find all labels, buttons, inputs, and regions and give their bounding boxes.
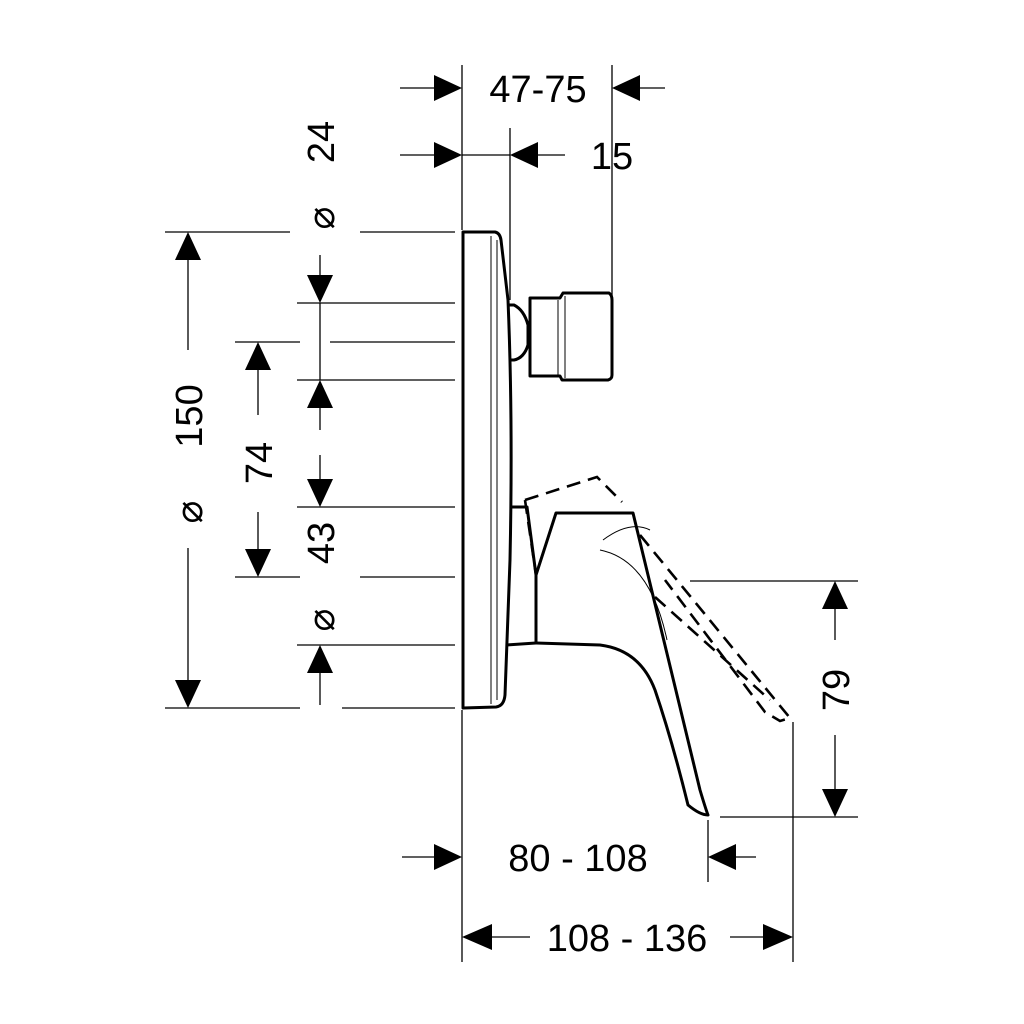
dimension-spout-reach: 80 - 108: [402, 838, 756, 880]
diameter-symbol: ⌀: [301, 207, 343, 230]
spout-reach-label: 80 - 108: [508, 838, 647, 880]
dimension-spout-height: 79: [816, 581, 858, 817]
dimension-lever-diameter: 43 ⌀: [301, 455, 343, 705]
dimension-lever-reach: 108 - 136: [462, 918, 793, 960]
knob-diameter-label: 24: [301, 121, 343, 163]
dimension-knob-diameter: 24 ⌀: [301, 121, 343, 430]
lever-alt-position: [524, 475, 623, 503]
dimension-knob-offset: 74: [239, 342, 281, 577]
mixer-outline: [461, 230, 793, 817]
diverter-knob: [508, 303, 530, 362]
projection-label: 47-75: [489, 69, 586, 111]
diameter-symbol: ⌀: [301, 609, 343, 632]
extension-lines: [165, 65, 858, 962]
plate-diameter-label: 150: [169, 384, 211, 447]
knob-depth-label: 15: [591, 136, 633, 178]
knob-offset-label: 74: [239, 442, 281, 484]
lever-diameter-label: 43: [301, 522, 343, 564]
spout-height-label: 79: [816, 669, 858, 711]
wall-plate: [461, 230, 513, 710]
dimension-plate-diameter: 150 ⌀: [169, 232, 211, 708]
dimension-projection: 47-75: [400, 69, 665, 111]
dimension-knob-depth: 15: [400, 136, 633, 178]
diameter-symbol: ⌀: [169, 501, 211, 524]
lever-reach-label: 108 - 136: [547, 918, 708, 960]
